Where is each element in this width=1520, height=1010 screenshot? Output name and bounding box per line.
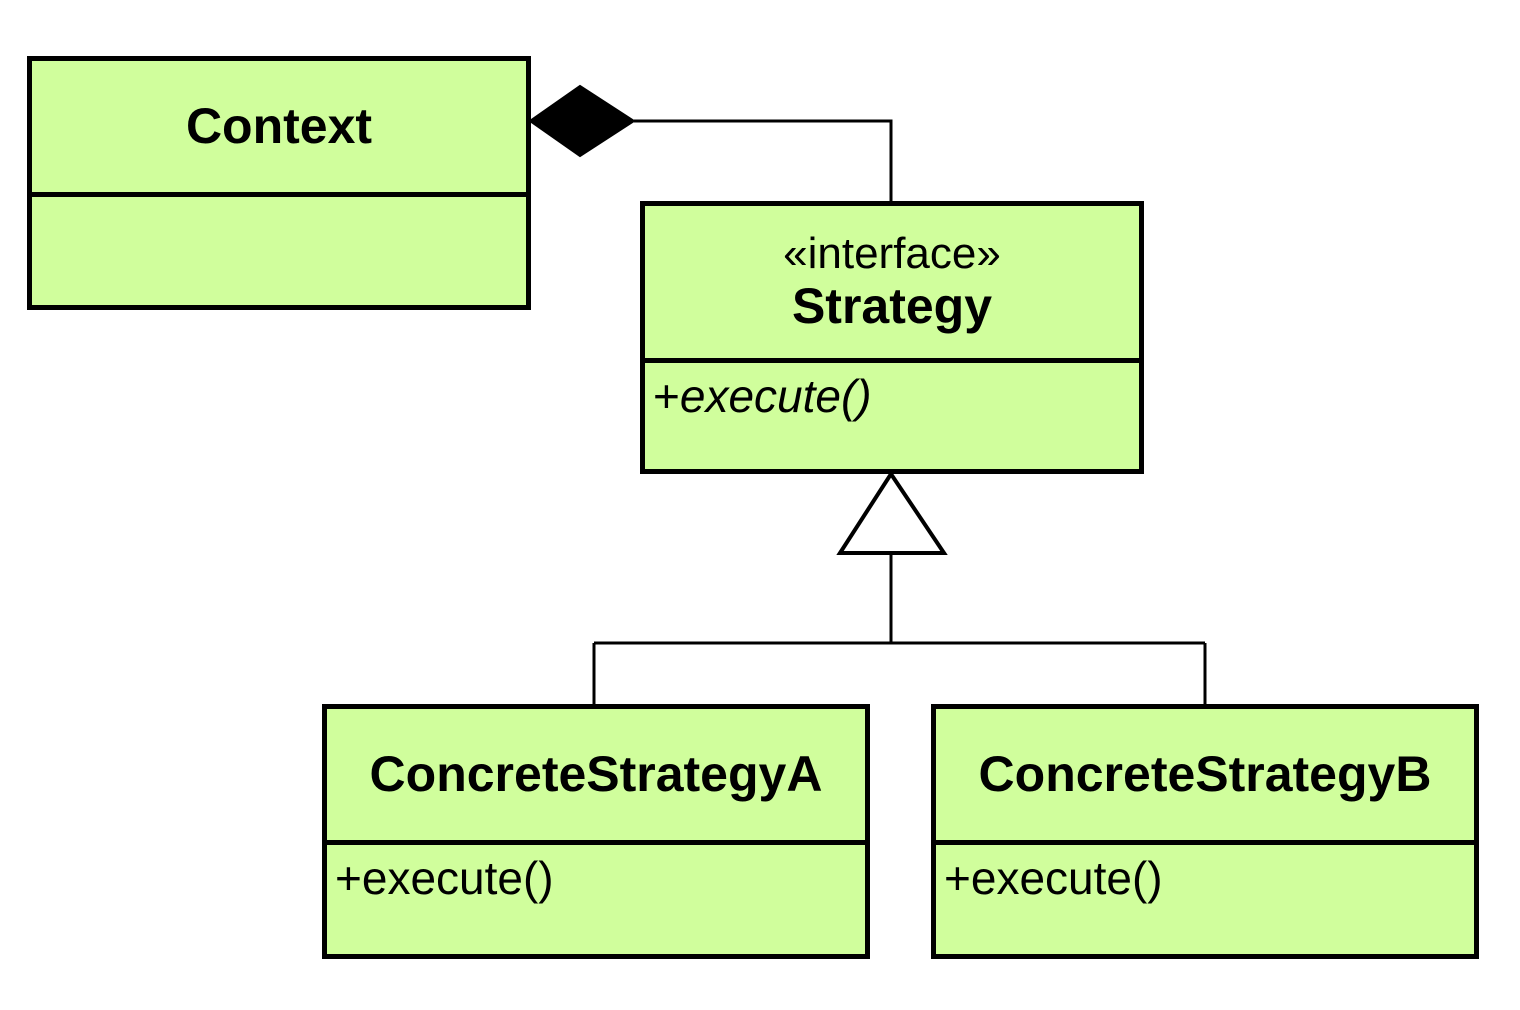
composition-line xyxy=(634,119,893,203)
strategy-operations-compartment: +execute() xyxy=(645,363,1139,469)
class-name: ConcreteStrategyA xyxy=(369,746,823,802)
concrete-a-operations-compartment: +execute() xyxy=(327,845,865,954)
context-name-compartment: Context xyxy=(32,61,526,197)
concrete-a-name-compartment: ConcreteStrategyA xyxy=(327,709,865,845)
operation-execute: +execute() xyxy=(653,369,872,423)
concrete-strategy-b-class[interactable]: ConcreteStrategyB +execute() xyxy=(931,704,1479,959)
class-name: Context xyxy=(185,98,373,154)
visibility-sign: + xyxy=(653,370,680,422)
class-name: Strategy xyxy=(791,277,993,334)
concrete-b-operations-compartment: +execute() xyxy=(936,845,1474,954)
concrete-b-name-compartment: ConcreteStrategyB xyxy=(936,709,1474,845)
operation-execute: +execute() xyxy=(335,852,554,904)
generalization-triangle xyxy=(836,470,948,555)
class-name: ConcreteStrategyB xyxy=(978,746,1432,802)
context-class[interactable]: Context xyxy=(27,56,531,310)
composition-diamond xyxy=(528,84,636,158)
abstract-operation: execute() xyxy=(679,370,872,422)
stereotype-label: «interface» xyxy=(783,229,1001,279)
context-attributes-compartment xyxy=(32,197,526,305)
concrete-strategy-a-class[interactable]: ConcreteStrategyA +execute() xyxy=(322,704,870,959)
operation-execute: +execute() xyxy=(944,852,1163,904)
strategy-interface[interactable]: «interface» Strategy +execute() xyxy=(640,201,1144,474)
strategy-name-compartment: «interface» Strategy xyxy=(645,206,1139,363)
